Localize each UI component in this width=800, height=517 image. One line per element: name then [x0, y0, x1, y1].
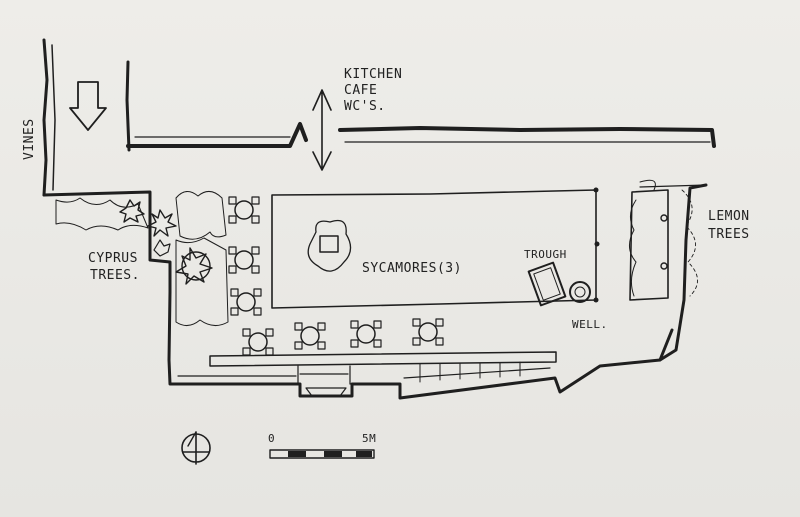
label-trees: TREES — [708, 227, 750, 242]
label-trough: TROUGH — [524, 248, 567, 261]
scale-label-end: 5M — [362, 432, 376, 445]
cafe-tables — [228, 196, 444, 356]
north-wall-east — [338, 126, 716, 148]
label-cafe: CAFE — [344, 83, 377, 98]
west-return-wall — [42, 190, 172, 294]
cypress-planting — [55, 191, 229, 326]
table-6 — [350, 320, 382, 348]
cypress-tree-3 — [119, 199, 145, 223]
cypress-tree-1 — [147, 209, 177, 237]
east-wall — [658, 183, 708, 362]
label-wcs: WC'S. — [344, 99, 386, 114]
double-arrow-vertical-icon — [312, 89, 332, 171]
lemon-tree-planter — [629, 179, 698, 301]
north-point-icon — [181, 431, 211, 465]
table-4 — [242, 328, 274, 356]
arrow-down-icon — [69, 81, 107, 131]
table-1 — [228, 196, 260, 224]
scale-bar — [269, 449, 375, 459]
west-wall — [42, 38, 49, 197]
sycamore-planter — [319, 235, 339, 253]
south-bench — [209, 351, 557, 397]
label-well: WELL. — [572, 318, 608, 331]
sycamore-canopy — [307, 219, 352, 272]
label-lemon: LEMON — [708, 209, 750, 224]
table-3 — [230, 288, 262, 316]
boundary-walls — [42, 38, 716, 400]
table-7 — [412, 318, 444, 346]
label-cypress-trees: TREES. — [90, 268, 140, 283]
label-vines: VINES — [22, 118, 37, 160]
north-wall-west — [126, 122, 308, 148]
trough-shape — [527, 261, 567, 307]
label-cypress: CYPRUS — [88, 251, 138, 266]
label-sycamores: SYCAMORES(3) — [362, 261, 462, 276]
scale-label-start: 0 — [268, 432, 275, 445]
label-kitchen: KITCHEN — [344, 67, 402, 82]
well-shape — [569, 281, 591, 303]
central-terrace — [271, 187, 600, 309]
south-wall — [167, 290, 674, 400]
table-5 — [294, 322, 326, 350]
north-wall-west-pier — [125, 60, 131, 152]
table-2 — [228, 246, 260, 274]
